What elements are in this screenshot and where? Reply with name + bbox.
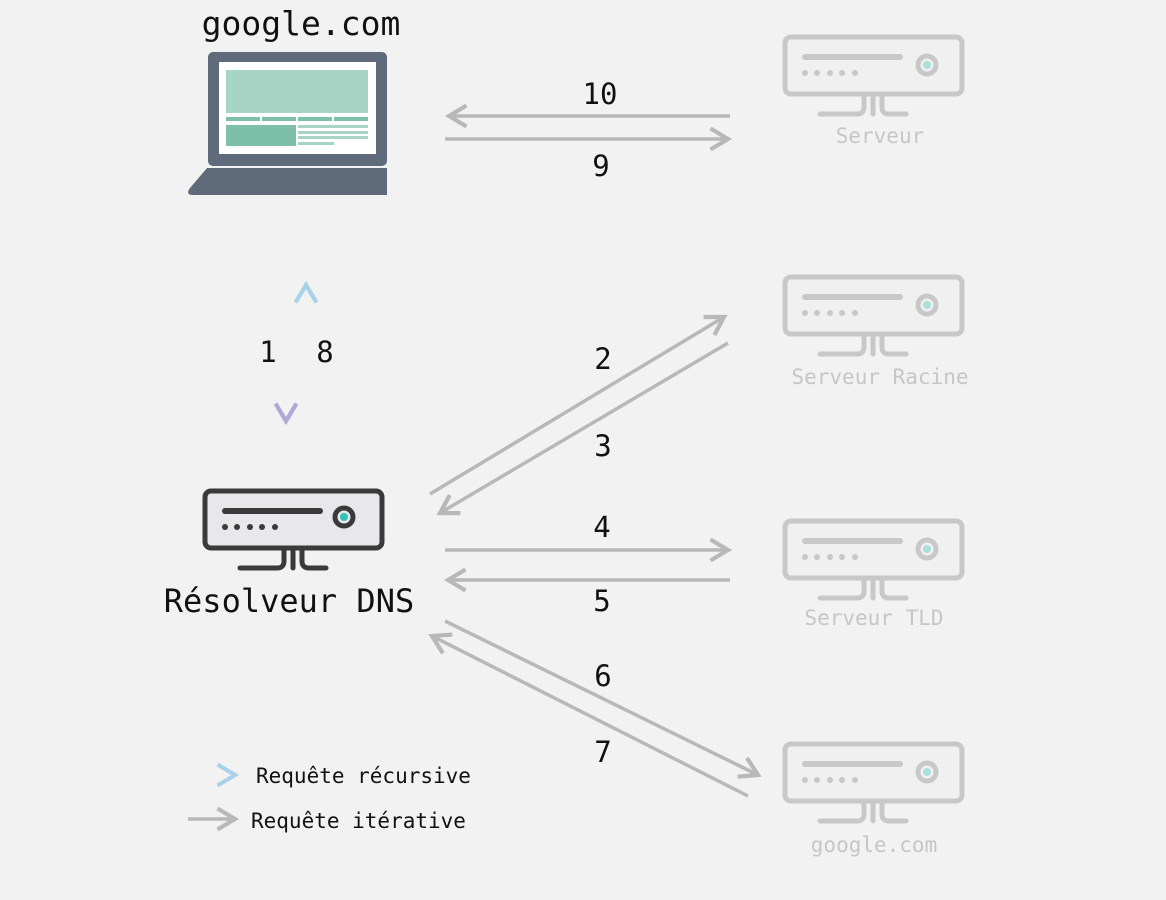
web-server-icon — [785, 37, 962, 114]
legend-iterative-label: Requête itérative — [251, 809, 466, 833]
root-server-label: Serveur Racine — [791, 365, 968, 389]
step-10: 10 — [583, 77, 618, 111]
step-9: 9 — [592, 149, 609, 183]
step-8: 8 — [316, 335, 333, 369]
step-4: 4 — [593, 510, 610, 544]
step-5: 5 — [593, 584, 610, 618]
laptop-icon — [188, 52, 387, 195]
resolver-label: Résolveur DNS — [164, 582, 414, 620]
authoritative-server-label: google.com — [811, 833, 937, 857]
tld-server-label: Serveur TLD — [804, 606, 943, 630]
step-3: 3 — [594, 429, 611, 463]
authoritative-server-icon — [785, 744, 962, 821]
arrow-step-7 — [428, 632, 749, 798]
arrow-step-3 — [436, 341, 729, 516]
legend: Requête récursive Requête itérative — [188, 762, 471, 833]
root-server-icon — [785, 277, 962, 354]
client-title: google.com — [202, 4, 401, 43]
tld-server-icon — [785, 521, 962, 598]
arrow-step-6 — [444, 619, 762, 779]
dns-resolver-server-icon — [205, 491, 382, 568]
step-1: 1 — [259, 335, 276, 369]
legend-recursive-label: Requête récursive — [256, 764, 471, 788]
step-7: 7 — [594, 735, 611, 769]
step-2: 2 — [594, 342, 611, 376]
server-label: Serveur — [836, 124, 925, 148]
step-6: 6 — [594, 659, 611, 693]
arrow-step-2 — [429, 314, 728, 496]
